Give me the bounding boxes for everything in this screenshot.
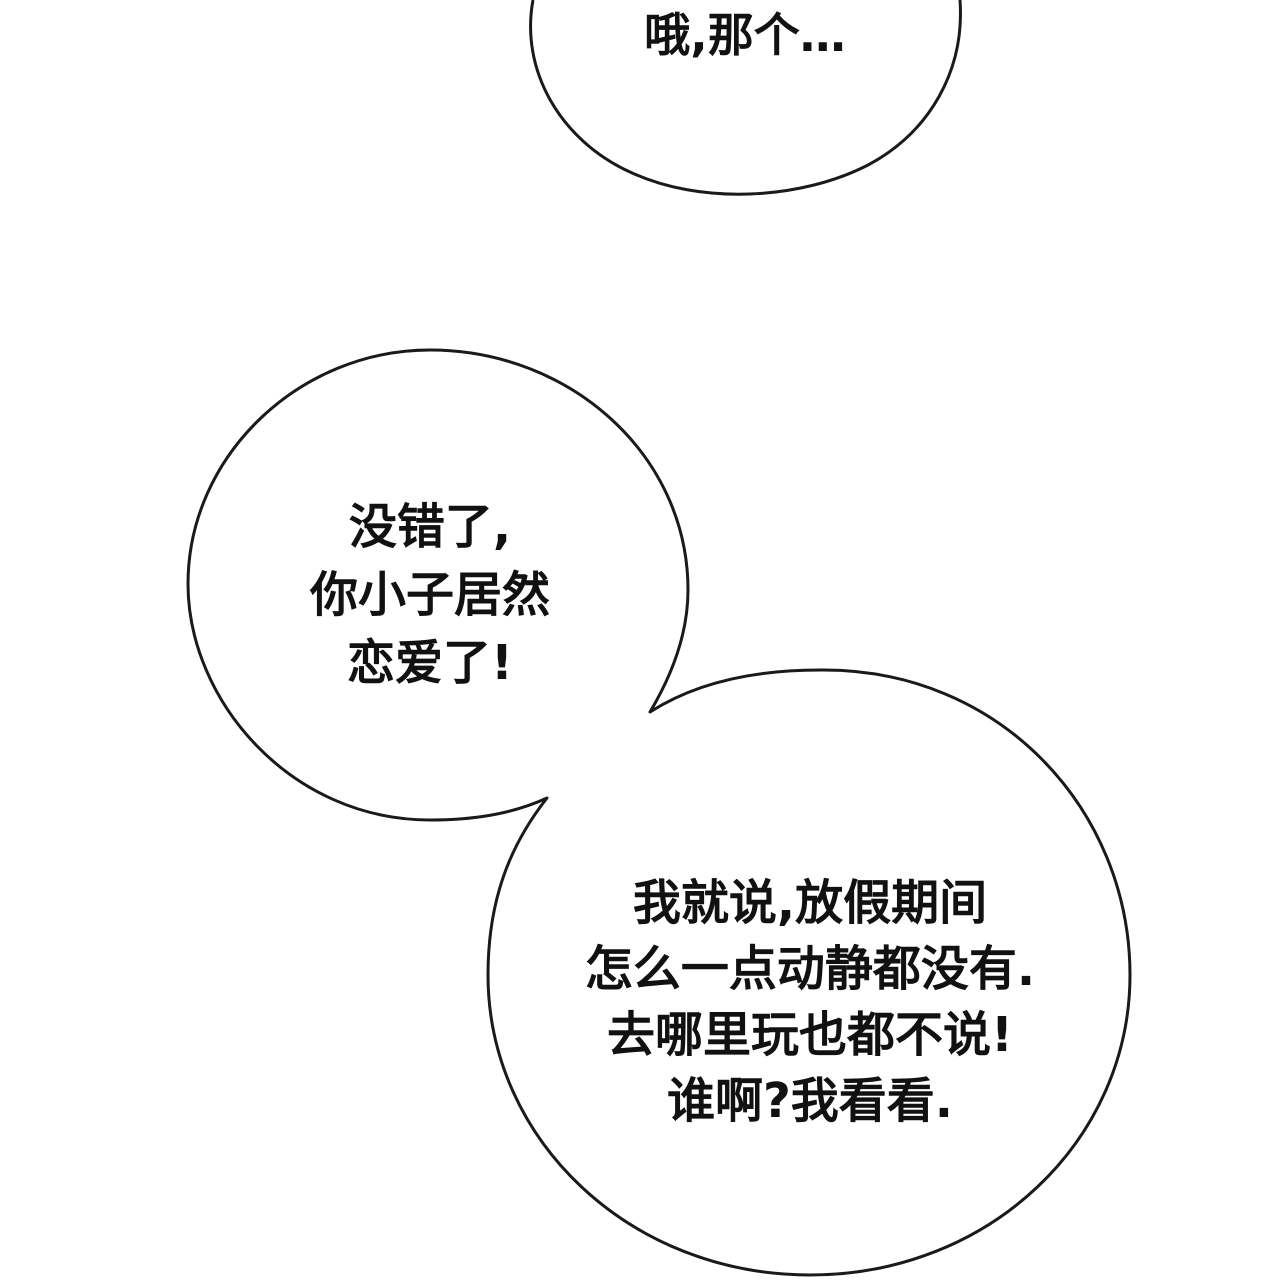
bubble-top-line: 哦,那个… — [644, 8, 846, 62]
bubble-bottom-text: 我就说,放假期间 怎么一点动静都没有. 去哪里玩也都不说! 谁啊?我看看. — [500, 870, 1120, 1134]
speech-bubble-merged — [186, 348, 1132, 1277]
bubble-middle-text: 没错了, 你小子居然 恋爱了! — [190, 493, 670, 697]
bubble-middle-line: 恋爱了! — [347, 635, 513, 691]
bubble-bottom-line: 去哪里玩也都不说! — [607, 1007, 1013, 1063]
bubble-bottom-line: 我就说,放假期间 — [632, 875, 988, 931]
speech-bubble-top — [529, 0, 962, 196]
bubble-top-text: 哦,那个… — [530, 4, 960, 66]
bubble-middle-line: 没错了, — [348, 499, 512, 555]
bubble-bottom-line: 谁啊?我看看. — [666, 1073, 954, 1129]
bubble-middle-line: 你小子居然 — [309, 567, 550, 623]
bubble-bottom-line: 怎么一点动静都没有. — [584, 941, 1036, 997]
